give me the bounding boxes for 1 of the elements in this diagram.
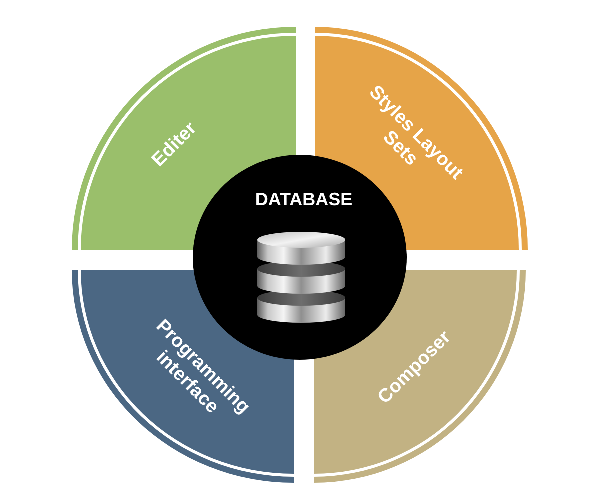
center-title: DATABASE — [255, 190, 353, 210]
